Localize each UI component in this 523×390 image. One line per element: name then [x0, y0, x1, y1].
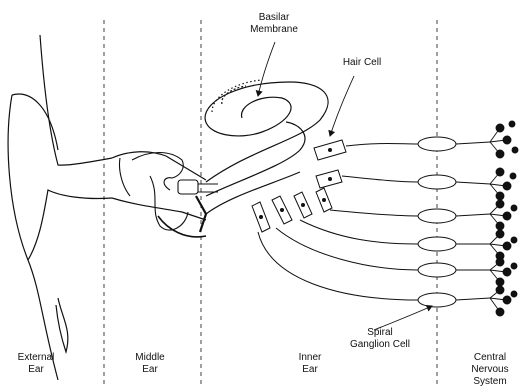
basilar-membrane-line-1: Basilar [244, 12, 304, 24]
region-label-middle-ear: Middle Ear [122, 352, 178, 376]
terminal-cluster [490, 168, 516, 200]
callout-leaders [258, 42, 432, 330]
inner-ear-line-1: Inner [285, 352, 335, 364]
cochlea-illustration [205, 80, 328, 214]
region-label-inner-ear: Inner Ear [285, 352, 335, 376]
hair-cell-text: Hair Cell [332, 57, 392, 69]
ganglion-cell [418, 209, 456, 223]
cns-line-1: Central [462, 352, 518, 364]
hair-cells [252, 140, 346, 232]
inner-ear-line-2: Ear [285, 364, 335, 376]
basilar-membrane-label: Basilar Membrane [244, 12, 304, 36]
cns-line-3: System [462, 376, 518, 388]
basilar-membrane-line-2: Membrane [244, 24, 304, 36]
terminal-cluster [490, 286, 517, 316]
middle-ear-illustration [119, 153, 218, 237]
external-ear-illustration [8, 35, 206, 380]
ganglion-cell [418, 137, 456, 151]
nerve-fibres [258, 142, 490, 300]
spiral-ganglion-line-1: Spiral [335, 327, 425, 339]
ganglion-cell [418, 237, 456, 251]
ganglion-cell [418, 175, 456, 189]
external-ear-line-1: External [6, 352, 66, 364]
basilar-membrane-leader [258, 42, 275, 96]
spiral-ganglion-cells [418, 137, 456, 307]
ganglion-cell [418, 263, 456, 277]
terminal-cluster [490, 121, 518, 158]
region-label-central-nervous-system: Central Nervous System [462, 352, 518, 388]
middle-ear-line-1: Middle [122, 352, 178, 364]
spiral-ganglion-cell-label: Spiral Ganglion Cell [335, 327, 425, 351]
central-terminals [490, 121, 518, 316]
cns-line-2: Nervous [462, 364, 518, 376]
ganglion-cell [418, 293, 456, 307]
hair-cell-leader [330, 76, 354, 136]
external-ear-line-2: Ear [6, 364, 66, 376]
spiral-ganglion-line-2: Ganglion Cell [335, 339, 425, 351]
terminal-cluster [490, 258, 517, 286]
hair-cell-label: Hair Cell [332, 57, 392, 69]
terminal-cluster [490, 200, 517, 230]
middle-ear-line-2: Ear [122, 364, 178, 376]
region-label-external-ear: External Ear [6, 352, 66, 376]
terminal-cluster [490, 230, 517, 260]
